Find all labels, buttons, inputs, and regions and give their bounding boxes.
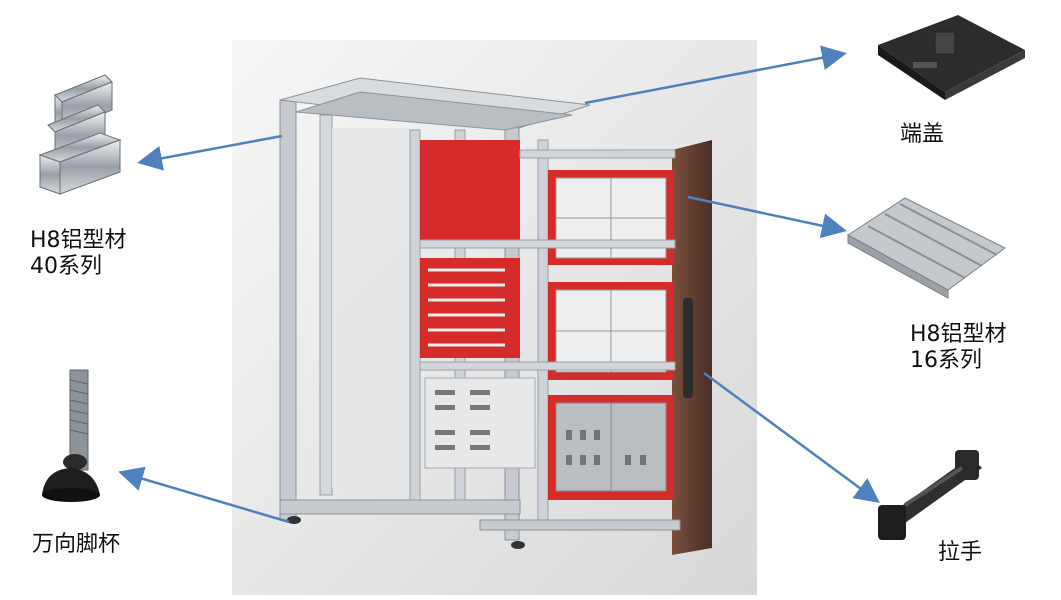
- aluminum-profile-16-image: [847, 197, 1006, 299]
- end-cap-image: [878, 15, 1025, 100]
- handle-label: 拉手: [938, 540, 983, 565]
- profile-40-label-line2: 40系列: [30, 254, 102, 279]
- profile-16-label-line2: 16系列: [910, 348, 982, 373]
- profile-16-label-line1: H8铝型材: [910, 322, 1007, 347]
- profile-40-label-line1: H8铝型材: [30, 228, 127, 253]
- end-cap-label: 端盖: [900, 122, 945, 147]
- handle-image: [878, 450, 982, 540]
- arrow-end-cap: [584, 45, 847, 105]
- arrow-profile-40: [137, 134, 283, 171]
- profile-40-label: H8铝型材 40系列: [30, 228, 127, 280]
- arrow-leveling-foot: [118, 466, 290, 524]
- arrow-handle: [703, 371, 881, 503]
- profile-16-label: H8铝型材 16系列: [910, 322, 1007, 374]
- leveling-foot-image: [42, 369, 100, 502]
- aluminum-profile-40-image: [38, 74, 122, 195]
- arrows: [118, 45, 881, 524]
- leveling-foot-label: 万向脚杯: [32, 532, 121, 557]
- arrow-profile-16: [687, 195, 847, 239]
- cabinet-image: [232, 40, 757, 595]
